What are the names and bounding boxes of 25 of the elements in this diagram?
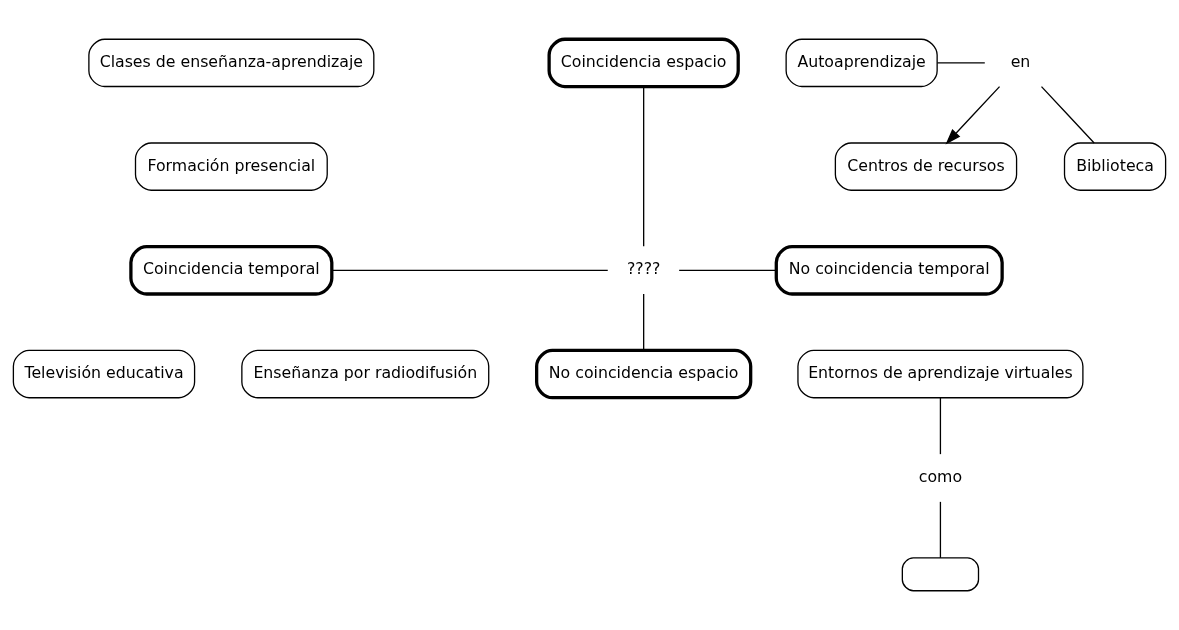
connector (643, 293, 645, 352)
node-box: Coincidencia espacio (547, 37, 740, 89)
connector (936, 62, 986, 64)
connector (331, 269, 609, 271)
node-box: Autoaprendizaje (785, 38, 938, 88)
node-box: Televisión educativa (12, 349, 196, 399)
connector (643, 86, 645, 247)
node-box: Entornos de aprendizaje virtuales (797, 349, 1084, 399)
node-text: ???? (626, 259, 661, 279)
node-box: Coincidencia temporal (129, 245, 334, 296)
node-box: Formación presencial (134, 142, 328, 191)
node-box: Enseñanza por radiodifusión (241, 349, 490, 399)
node-box: No coincidencia espacio (535, 348, 753, 400)
node-box: Centros de recursos (834, 142, 1018, 191)
connector (939, 501, 942, 559)
node-box: Clases de enseñanza-aprendizaje (88, 38, 375, 88)
connector (939, 397, 942, 455)
connector (1040, 86, 1095, 144)
node-box: Biblioteca (1063, 142, 1167, 191)
node-box (901, 557, 980, 592)
node-text: en (1010, 51, 1031, 71)
node-text: como (918, 466, 963, 486)
arrow (945, 86, 1001, 145)
connector (678, 269, 777, 271)
node-box: No coincidencia temporal (774, 245, 1004, 296)
